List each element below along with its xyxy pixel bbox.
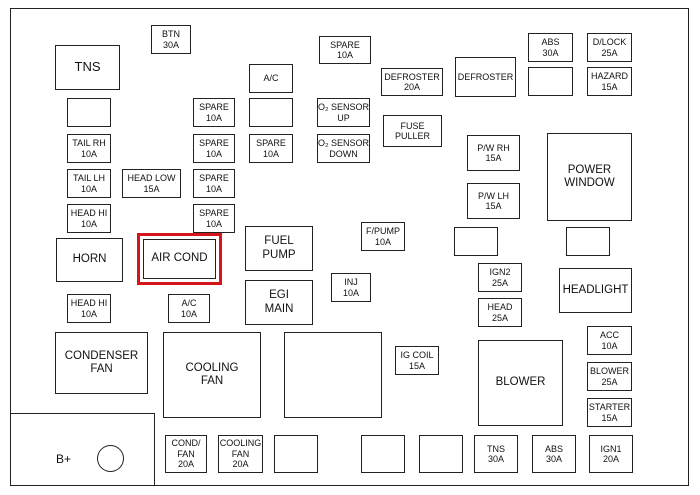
empty-slot <box>419 435 463 473</box>
empty-relay-slot <box>284 332 382 418</box>
air-cond-relay: AIR COND <box>137 233 222 285</box>
fuse-box-panel <box>10 8 689 486</box>
empty-slot <box>528 67 573 96</box>
empty-slot <box>274 435 318 473</box>
horn-relay: HORN <box>56 238 123 282</box>
battery-terminal-area <box>10 413 155 486</box>
tns-relay: TNS <box>55 45 120 90</box>
headlight-relay: HEADLIGHT <box>559 268 632 313</box>
blower-relay: BLOWER <box>478 340 563 426</box>
battery-positive-label: B+ <box>56 452 72 466</box>
battery-terminal-icon[interactable] <box>97 445 124 472</box>
defroster-relay: DEFROSTER <box>455 57 516 97</box>
empty-slot <box>566 227 610 256</box>
empty-slot <box>249 98 293 127</box>
empty-slot <box>67 98 111 127</box>
ac-relay-top: A/C <box>249 64 293 93</box>
empty-slot <box>454 227 498 256</box>
empty-slot <box>361 435 405 473</box>
